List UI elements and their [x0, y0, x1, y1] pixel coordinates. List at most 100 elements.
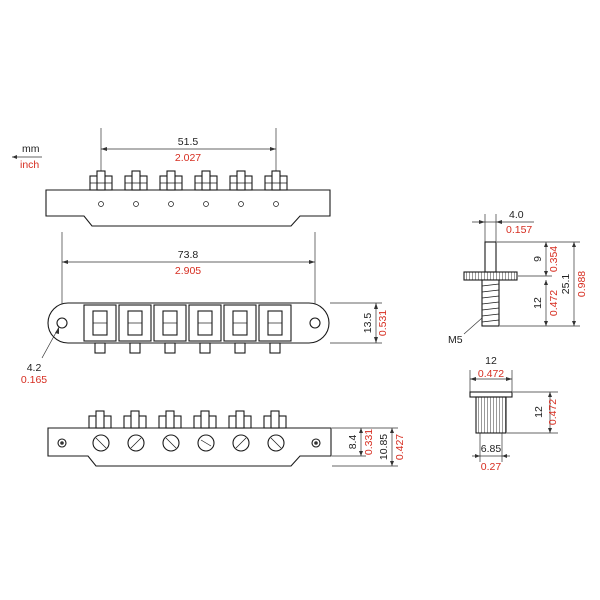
intonation-screw [197, 434, 215, 452]
top-view: 73.8 2.905 13.5 0.531 4.2 0.165 [21, 232, 389, 386]
saddle-slot [83, 304, 117, 354]
total-height-inch: 0.427 [394, 434, 406, 460]
saddle-slot [223, 304, 257, 354]
saddle [124, 170, 148, 191]
stud-diameter-mm: 4.0 [509, 209, 524, 221]
thread-line [481, 319, 500, 323]
saddle-spacing-inch: 2.027 [175, 152, 201, 164]
rear-view: 8.4 0.331 10.85 0.427 [47, 410, 406, 467]
saddle [264, 170, 288, 191]
bushing-detail: 12 0.472 12 0.472 6.85 0.27 [469, 355, 559, 473]
bridge-body-front [45, 189, 331, 227]
intonation-screw [92, 434, 110, 452]
dim-arrow [470, 377, 476, 381]
thread-line [481, 307, 500, 311]
bushing-width-mm: 12 [485, 355, 497, 367]
saddle-hole [203, 201, 209, 207]
thread-line [481, 289, 500, 293]
stud-knurled-wheel [463, 271, 518, 281]
dim-arrow [374, 303, 378, 309]
dim-arrow [506, 377, 512, 381]
dim-arrow [390, 428, 394, 433]
stud-diameter-inch: 0.157 [506, 224, 532, 236]
dim-arrow [390, 461, 394, 466]
depth-inch: 0.531 [377, 310, 389, 336]
saddle-slot [188, 304, 222, 354]
saddle [194, 170, 218, 191]
lower-height-inch: 0.472 [548, 290, 560, 316]
overall-length-inch: 2.905 [175, 265, 201, 277]
saddle [229, 170, 253, 191]
bushing-flange [469, 391, 513, 398]
body-height-mm: 8.4 [347, 435, 359, 450]
saddle [158, 410, 182, 429]
intonation-screw [232, 434, 250, 452]
saddle [123, 410, 147, 429]
thread-label: M5 [448, 334, 463, 346]
dim-arrow [544, 242, 548, 247]
saddle [89, 170, 113, 191]
unit-legend: mm inch [12, 143, 42, 171]
front-view: 51.5 2.027 [45, 128, 331, 227]
upper-height-mm: 9 [532, 256, 544, 262]
bushing-height-inch: 0.472 [547, 399, 559, 425]
bushing-knurled-body [475, 396, 507, 434]
saddle-hole [168, 201, 174, 207]
dim-arrow [359, 428, 363, 433]
dim-arrow [496, 220, 502, 224]
dim-arrow [309, 260, 315, 264]
mount-hole-right [309, 317, 321, 329]
dim-arrow [359, 451, 363, 456]
saddle [263, 410, 287, 429]
mount-hole-mm: 4.2 [27, 362, 42, 374]
legend-inch-label: inch [20, 159, 39, 171]
total-height-mm: 10.85 [378, 434, 390, 460]
saddle-slot [153, 304, 187, 354]
dim-arrow [502, 454, 507, 458]
mount-hole-inch: 0.165 [21, 374, 47, 386]
thread-line [481, 313, 500, 317]
rear-post-center [60, 441, 64, 445]
dim-arrow [572, 242, 576, 247]
bushing-inner-mm: 6.85 [481, 443, 502, 455]
dim-arrow [101, 147, 107, 151]
saddle-hole [273, 201, 279, 207]
bridge-body-rear [47, 427, 332, 467]
dim-arrow [55, 327, 59, 334]
stud-upper-pin [484, 241, 497, 273]
legend-mm-label: mm [22, 143, 40, 155]
dim-arrow [270, 147, 276, 151]
thread-line [481, 295, 500, 299]
total-height-mm: 25.1 [560, 274, 572, 295]
saddle [88, 410, 112, 429]
dim-arrow [544, 271, 548, 276]
depth-mm: 13.5 [362, 313, 374, 334]
thread-leader [463, 317, 483, 335]
dim-arrow [548, 428, 552, 433]
dim-arrow [572, 321, 576, 326]
legend-arrow [12, 155, 17, 159]
saddle-hole [238, 201, 244, 207]
dim-arrow [62, 260, 68, 264]
dim-arrow [475, 454, 480, 458]
intonation-screw [162, 434, 180, 452]
mount-hole-left [56, 317, 68, 329]
saddle-hole [98, 201, 104, 207]
saddle-slot [258, 304, 292, 354]
saddle-hole [133, 201, 139, 207]
thread-line [481, 301, 500, 305]
lower-height-mm: 12 [532, 297, 544, 309]
dim-arrow [479, 220, 485, 224]
bushing-height-mm: 12 [533, 406, 545, 418]
rear-post-center [314, 441, 318, 445]
dim-arrow [544, 321, 548, 326]
total-height-inch: 0.988 [576, 271, 588, 297]
thread-line [481, 283, 500, 287]
upper-height-inch: 0.354 [548, 246, 560, 272]
stud-detail: 4.0 0.157 M5 9 0.354 12 0.472 25.1 [448, 209, 588, 346]
saddle [228, 410, 252, 429]
saddle [193, 410, 217, 429]
overall-length-mm: 73.8 [178, 249, 199, 261]
bushing-inner-inch: 0.27 [481, 461, 502, 473]
